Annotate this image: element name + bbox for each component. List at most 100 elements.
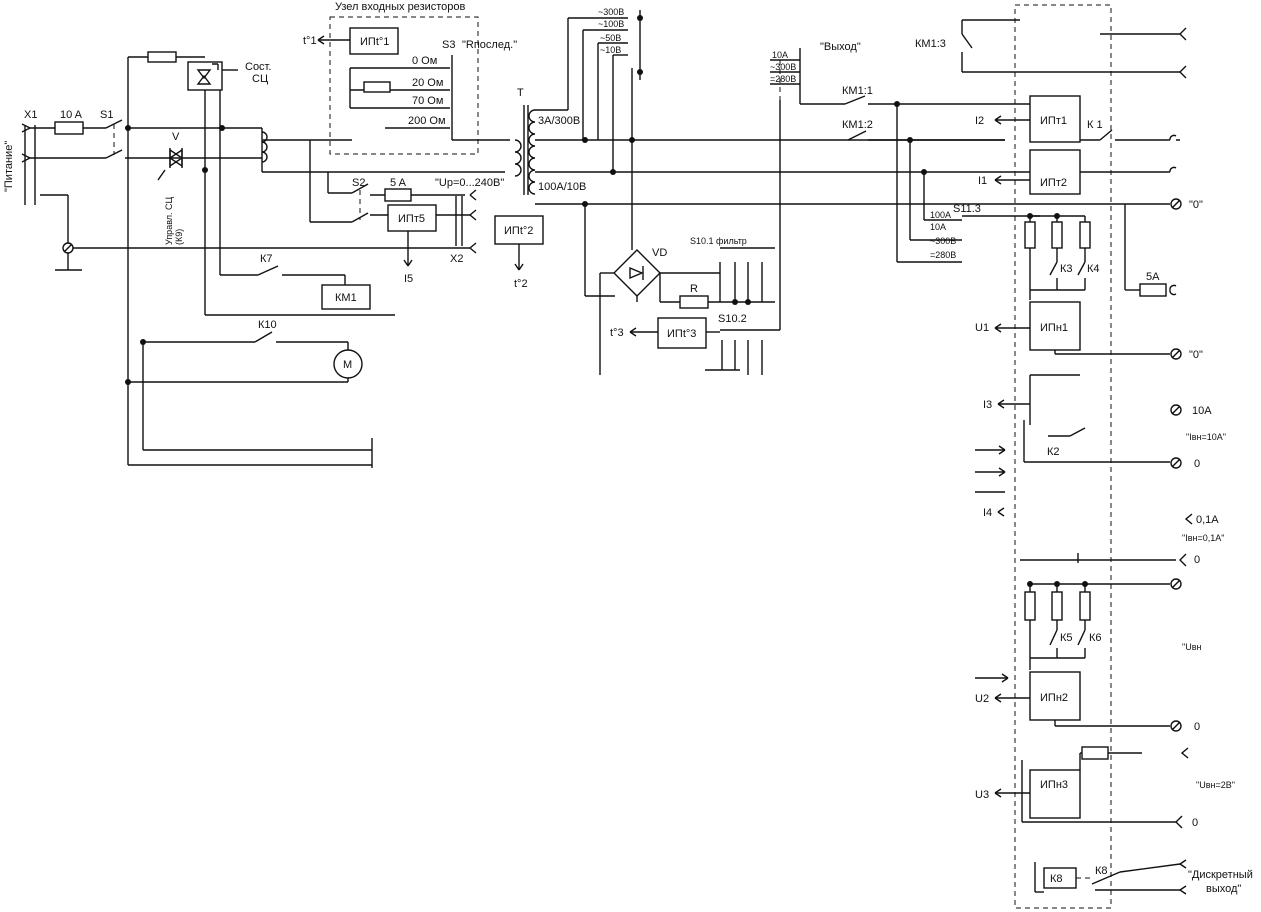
label-ipn2: ИПн2 [1040, 692, 1068, 704]
label-ivn-10a: "Iвн=10А" [1186, 432, 1226, 442]
label-state-sc-1: Сост. [245, 61, 271, 73]
fuse-5a [384, 188, 412, 202]
sensor-ipt5 [387, 204, 437, 232]
sensor-ipt3-temp [657, 317, 707, 349]
sensor-ipt1-temp [349, 27, 399, 55]
label-k1: К 1 [1087, 119, 1103, 131]
label-ipn1: ИПн1 [1040, 322, 1068, 334]
label-transformer: T [517, 87, 524, 99]
resistor-20 [363, 81, 391, 93]
label-s2: S2 [352, 177, 365, 189]
label-motor: М [343, 359, 352, 371]
label-s11-100a: 100А [930, 210, 951, 220]
label-zero-c: 0 [1194, 721, 1200, 733]
input-resistors-block: Узел входных резисторов t°1 ИПt°1 S3 "Rп… [261, 1, 517, 222]
label-k3: К3 [1060, 263, 1073, 275]
label-out-300: ~300В [770, 62, 796, 72]
label-t3: t°3 [610, 327, 624, 339]
label-ipn3: ИПн3 [1040, 779, 1068, 791]
label-x2: X2 [450, 253, 463, 265]
label-km1-3: КМ1:3 [915, 38, 946, 50]
label-k5: К5 [1060, 632, 1073, 644]
label-r70: 70 Ом [412, 95, 443, 107]
label-k7: К7 [260, 253, 273, 265]
label-s10-2: S10.2 [718, 313, 747, 325]
label-out-10a: 10А [772, 50, 788, 60]
label-power: "Питание" [3, 141, 15, 192]
s2-ipt5-section: S2 5 A "Uр=0...240В" ИПт5 I5 X2 ИПt°2 t°… [310, 177, 544, 290]
label-i2: I2 [975, 115, 984, 127]
label-i4: I4 [983, 507, 992, 519]
label-vd: VD [652, 247, 667, 259]
fuse-10a [54, 121, 84, 135]
label-up-range: "Uр=0...240В" [435, 177, 504, 189]
sensor-ipn2 [1029, 671, 1081, 721]
label-discrete-2: выход" [1206, 883, 1241, 895]
label-u2: U2 [975, 693, 989, 705]
label-r: R [690, 283, 698, 295]
resistor-r [679, 295, 709, 309]
sensor-ipn1 [1029, 301, 1081, 351]
label-ipt1: ИПт1 [1040, 115, 1067, 127]
label-tap-100: ~100В [598, 19, 624, 29]
label-ipt2-temp: ИПt°2 [504, 225, 533, 237]
label-tap-10: ~10В [600, 45, 621, 55]
sensor-ipt2 [1029, 149, 1081, 195]
label-tap-50: ~50В [600, 33, 621, 43]
label-k2: К2 [1047, 446, 1060, 458]
label-s3: S3 [442, 39, 455, 51]
label-ipt2: ИПт2 [1040, 177, 1067, 189]
label-km1-2: КМ1:2 [842, 119, 873, 131]
label-triac-control: Управл. СЦ [164, 196, 174, 245]
resistor-opto [147, 51, 177, 63]
label-s1: S1 [100, 109, 113, 121]
label-sec-3: 100А/10В [538, 181, 586, 193]
label-s11-10a: 10А [930, 222, 946, 232]
label-k6: К6 [1089, 632, 1102, 644]
triac-v [157, 148, 184, 181]
sensor-ipn3 [1029, 769, 1081, 819]
label-out-280: =280В [770, 74, 796, 84]
label-fuse-10a: 10 A [60, 109, 83, 121]
label-10a: 10А [1192, 405, 1212, 417]
label-uvn: "Uвн [1182, 642, 1201, 652]
measurement-panel: I2 ИПт1 К 1 I1 ИПт2 "0" К3 [975, 4, 1253, 909]
label-discrete-1: "Дискретный [1188, 869, 1253, 881]
output-selector: 10А ~300В =280В "Выход" КМ1:1 КМ1:2 КМ1:… [770, 19, 1187, 263]
label-ipt5: ИПт5 [398, 213, 425, 225]
label-input-resistors-block: Узел входных резисторов [335, 1, 466, 13]
label-ipt3-temp: ИПt°3 [667, 328, 696, 340]
label-fuse-5a: 5 A [390, 177, 407, 189]
label-zero-b: 0 [1194, 554, 1200, 566]
label-output: "Выход" [820, 41, 861, 53]
label-sec-1: 3А/300В [538, 115, 580, 127]
sensor-ipt1 [1029, 95, 1081, 143]
label-fuse-5a-right: 5А [1146, 271, 1160, 283]
label-zero-quoted: "0" [1189, 199, 1203, 211]
resistor-2v [1081, 746, 1109, 760]
label-x1: X1 [24, 109, 37, 121]
fuse-5a-right [1139, 283, 1167, 297]
label-ivn-01a: "Iвн=0,1А" [1182, 533, 1224, 543]
label-zero-3: 0 [1194, 458, 1200, 470]
label-km1-coil: КМ1 [335, 292, 357, 304]
label-s11-3: S11.3 [953, 203, 981, 215]
label-s11-300: ~300В [930, 236, 956, 246]
label-01a: 0,1А [1196, 514, 1219, 526]
label-k8-coil: К8 [1050, 873, 1063, 885]
label-k10: К10 [258, 319, 277, 331]
label-v: V [172, 131, 180, 143]
label-u1: U1 [975, 322, 989, 334]
label-t2: t°2 [514, 278, 528, 290]
label-r0: 0 Ом [412, 55, 437, 67]
label-k4: К4 [1087, 263, 1100, 275]
label-i3: I3 [983, 399, 992, 411]
label-t1: t°1 [303, 35, 317, 47]
label-km1-1: КМ1:1 [842, 85, 873, 97]
label-zero-d: 0 [1192, 817, 1198, 829]
rectifier-section: VD R S10.1 фильтр S10.2 t°3 ИПt°3 [599, 60, 781, 375]
label-r20: 20 Ом [412, 77, 443, 89]
label-uvn-2v: "Uвн=2В" [1196, 780, 1235, 790]
coil-km1 [321, 284, 371, 310]
